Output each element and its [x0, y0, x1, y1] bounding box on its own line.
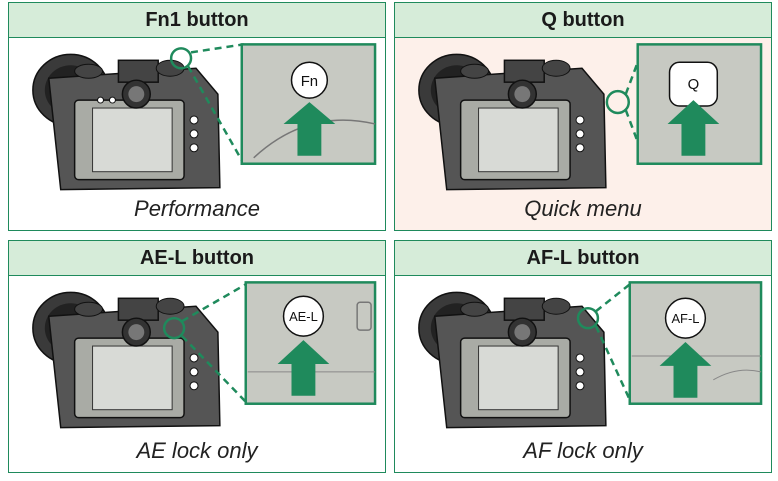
panel-title: Q button [395, 3, 771, 38]
button-label: AE-L [289, 309, 318, 324]
callout-circle [605, 89, 630, 115]
up-arrow-icon [667, 100, 720, 156]
camera-body [32, 291, 221, 429]
up-arrow-icon [283, 102, 336, 156]
up-arrow-icon [277, 340, 330, 396]
button-circle [664, 297, 707, 339]
panel-fn1-button: Fn1 button Fn Performance [8, 2, 386, 231]
panel-caption: AE lock only [136, 438, 258, 463]
panel-title: AF-L button [395, 241, 771, 276]
button-label: Q [688, 76, 700, 93]
camera-body [418, 53, 607, 191]
callout-circle [169, 47, 193, 70]
panel-q-button: Q button Q Quick menu [394, 2, 772, 231]
up-arrow-icon [659, 342, 712, 398]
callout-circle [162, 316, 186, 340]
button-circle [290, 61, 329, 99]
panel-title: AE-L button [9, 241, 385, 276]
panel-ae-l-button: AE-L button AE-L AE lock only [8, 240, 386, 473]
panel-af-l-button: AF-L button AF-L AF lock only [394, 240, 772, 473]
camera-body [418, 291, 607, 429]
camera-body [32, 53, 221, 191]
button-label: AF-L [671, 311, 699, 326]
callout-circle [576, 306, 600, 330]
button-circle [282, 295, 325, 337]
button-label: Fn [301, 73, 318, 90]
panel-caption: Quick menu [524, 196, 642, 221]
panel-caption: Performance [134, 196, 260, 221]
panel-title: Fn1 button [9, 3, 385, 38]
camera-illustration: AF-L [418, 281, 763, 429]
panel-caption: AF lock only [523, 438, 643, 463]
camera-illustration: Fn [32, 43, 377, 191]
camera-illustration: Q [418, 43, 763, 191]
camera-illustration: AE-L [32, 281, 377, 429]
